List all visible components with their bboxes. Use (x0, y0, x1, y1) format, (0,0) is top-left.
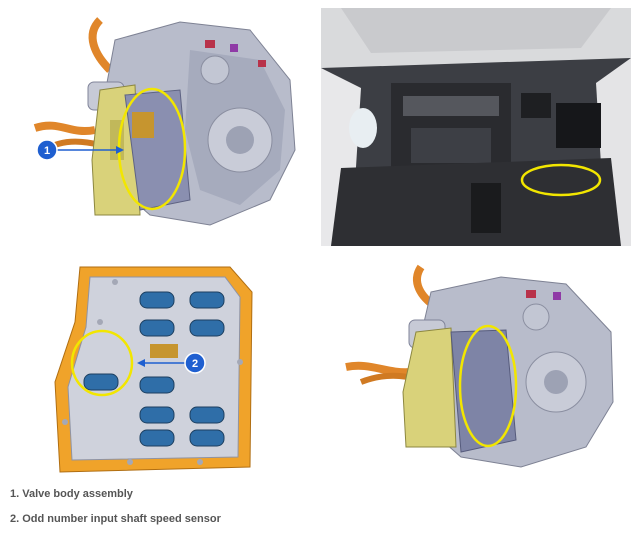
legend-item-speed-sensor: 2. Odd number input shaft speed sensor (10, 513, 221, 525)
svg-text:2: 2 (192, 358, 198, 370)
legend-item-valve-body: 1. Valve body assembly (10, 488, 133, 500)
highlight-ellipse (458, 324, 518, 448)
engine-bay-photo (321, 8, 631, 246)
callout-badge-2: 2 (184, 352, 206, 374)
legend: 1. Valve body assembly 2. Odd number inp… (10, 488, 630, 538)
svg-text:1: 1 (44, 145, 50, 157)
highlight-ellipse (70, 329, 134, 397)
valve-body-plate-image: 2 (0, 262, 310, 480)
highlight-ellipse (520, 163, 602, 197)
transmission-side-view-image (321, 262, 631, 480)
transmission-valve-body-image: 1 (0, 0, 310, 240)
callout-badge-1: 1 (36, 139, 58, 161)
